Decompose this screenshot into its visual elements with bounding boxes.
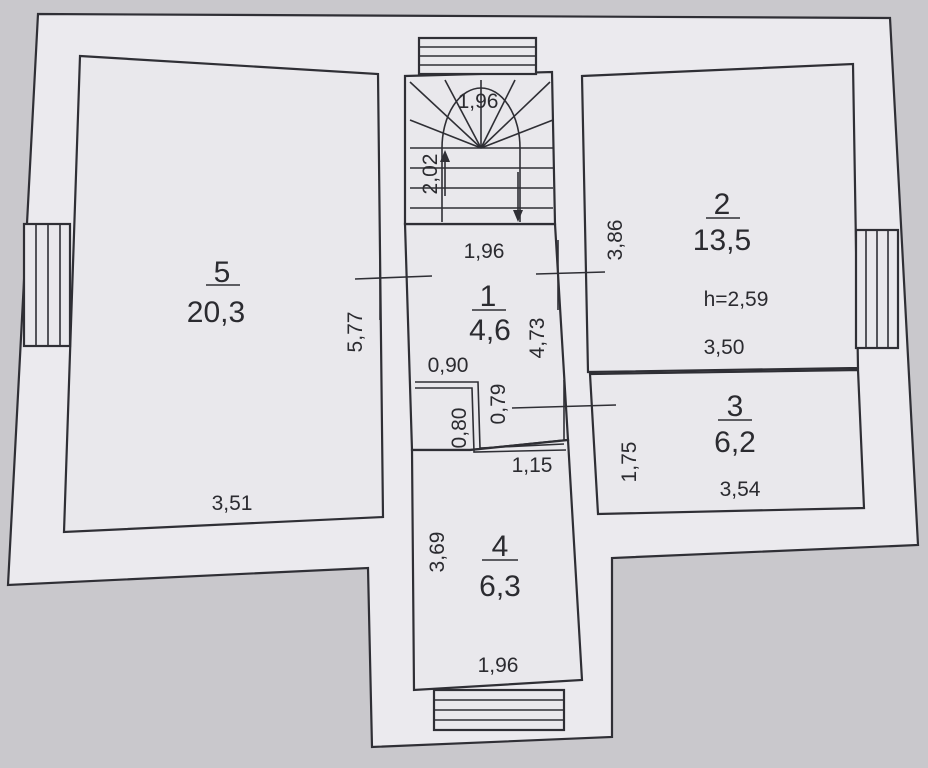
dim-room2-height: 3,86 — [604, 220, 627, 261]
room-4-area: 6,3 — [479, 570, 521, 603]
room-5-area: 20,3 — [187, 296, 245, 329]
bottom-steps — [432, 688, 566, 732]
stair-treads — [409, 79, 554, 222]
dim-room5-height: 5,77 — [344, 312, 367, 353]
room-2-number: 2 — [714, 188, 731, 221]
dim-room5-width: 3,51 — [212, 492, 253, 515]
dim-hall-width: 1,96 — [464, 240, 505, 263]
room-4 — [410, 438, 584, 692]
room-3-area: 6,2 — [714, 426, 756, 459]
dim-stair-side: 2,02 — [419, 154, 442, 195]
dim-niche-side: 0,80 — [448, 408, 471, 449]
top-steps — [417, 36, 538, 76]
dim-room4-width: 1,96 — [478, 654, 519, 677]
right-window — [854, 228, 900, 350]
dim-room2-width: 3,50 — [704, 336, 745, 359]
room-2-area: 13,5 — [693, 224, 751, 257]
dim-room2-ceiling: h=2,59 — [704, 288, 769, 311]
dim-niche-width: 0,90 — [428, 354, 469, 377]
dim-room4-height: 3,69 — [426, 532, 449, 573]
room-1-area: 4,6 — [469, 314, 511, 347]
dim-stair-top: 1,96 — [458, 90, 499, 113]
hall-niche — [415, 381, 567, 453]
left-window — [22, 222, 72, 348]
dim-hall-height: 4,73 — [526, 318, 549, 359]
dim-niche-bottom: 1,15 — [512, 454, 553, 477]
room-4-number: 4 — [492, 530, 509, 563]
partition-2-3 — [589, 369, 859, 375]
stair-arrows — [440, 150, 523, 222]
dim-niche-inner: 0,79 — [487, 384, 510, 425]
room-1-number: 1 — [480, 280, 497, 313]
room-5 — [62, 54, 385, 534]
room-5-number: 5 — [214, 256, 231, 289]
door-marks — [354, 240, 617, 440]
room-3-number: 3 — [727, 390, 744, 423]
dim-room3-height: 1,75 — [618, 442, 641, 483]
dim-room3-width: 3,54 — [720, 478, 761, 501]
